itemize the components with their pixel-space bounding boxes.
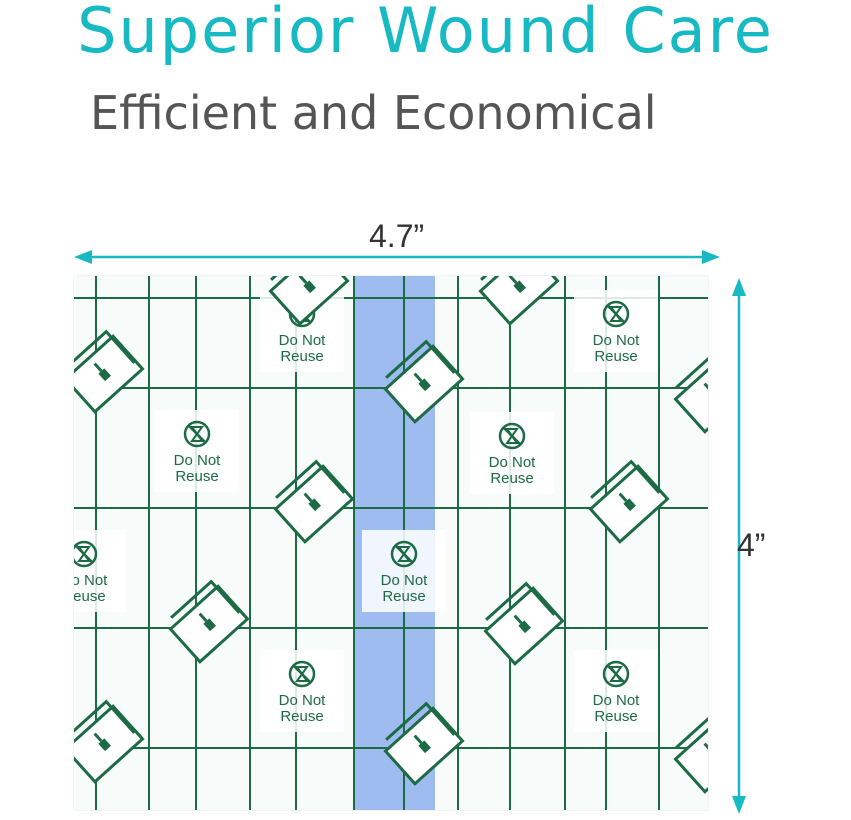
print-line-1: Do Not <box>489 454 537 471</box>
print-line-1: Do Not <box>593 332 641 349</box>
peel-tab-icon <box>673 709 708 794</box>
print-line-1: Do Not <box>174 452 222 469</box>
subheadline: Efficient and Economical <box>90 86 657 140</box>
peel-tab-icon <box>588 459 670 544</box>
print-line-1: Do Not <box>593 692 641 709</box>
height-arrow <box>732 278 746 814</box>
height-label: 4” <box>737 527 766 563</box>
print-line-1: Do Not <box>279 332 327 349</box>
peel-tab-icon <box>273 459 355 544</box>
peel-tab-icon <box>268 276 350 326</box>
print-line-2: Reuse <box>594 708 637 725</box>
headline: Superior Wound Care <box>77 0 774 67</box>
print-line-2: Reuse <box>382 588 425 605</box>
print-line-2: Reuse <box>280 348 323 365</box>
print-line-2: Reuse <box>175 468 218 485</box>
print-line-1: Do Not <box>381 572 429 589</box>
width-label: 4.7” <box>369 218 425 254</box>
peel-tab-icon <box>74 329 145 414</box>
peel-tab-icon <box>483 581 565 666</box>
peel-tab-icon <box>383 701 465 786</box>
print-line-1: Do Not <box>279 692 327 709</box>
peel-tab-icon <box>168 579 250 664</box>
print-line-2: Reuse <box>74 588 106 605</box>
peel-tab-icon <box>478 276 560 326</box>
width-arrow <box>74 250 720 264</box>
print-line-2: Reuse <box>594 348 637 365</box>
print-line-2: Reuse <box>280 708 323 725</box>
print-line-1: Do Not <box>74 572 108 589</box>
peel-tab-icon <box>74 699 145 784</box>
peel-tab-icon <box>673 349 708 434</box>
peel-tab-icon <box>383 339 465 424</box>
print-line-2: Reuse <box>490 470 533 487</box>
